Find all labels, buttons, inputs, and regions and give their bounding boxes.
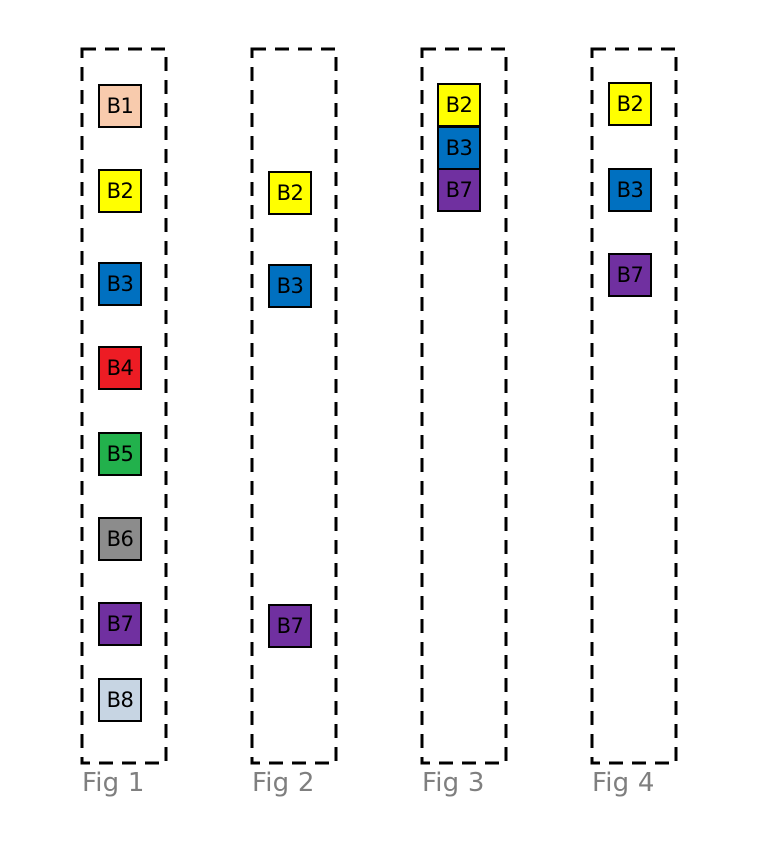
figure-2-caption: Fig 2 bbox=[252, 768, 315, 798]
block-b3: B3 bbox=[268, 264, 312, 308]
block-b7: B7 bbox=[98, 602, 142, 646]
block-b7: B7 bbox=[268, 604, 312, 648]
figure-1-dashed-frame bbox=[80, 47, 168, 765]
figure-1-container: B1 B2 B3 B4 B5 B6 B7 B8 bbox=[80, 47, 168, 765]
figure-4-dashed-frame bbox=[590, 47, 678, 765]
figure-3-dashed-frame bbox=[420, 47, 508, 765]
block-b6: B6 bbox=[98, 517, 142, 561]
figure-2-dashed-frame bbox=[250, 47, 338, 765]
figure-3-caption: Fig 3 bbox=[422, 768, 485, 798]
block-b2: B2 bbox=[437, 83, 481, 127]
block-b7: B7 bbox=[437, 168, 481, 212]
figure-4-caption: Fig 4 bbox=[592, 768, 655, 798]
figure-2-container: B2 B3 B7 bbox=[250, 47, 338, 765]
block-b1: B1 bbox=[98, 84, 142, 128]
block-b5: B5 bbox=[98, 432, 142, 476]
block-b3: B3 bbox=[437, 126, 481, 170]
block-b4: B4 bbox=[98, 346, 142, 390]
block-b2: B2 bbox=[608, 82, 652, 126]
block-b3: B3 bbox=[608, 168, 652, 212]
block-b7: B7 bbox=[608, 253, 652, 297]
figure-1-caption: Fig 1 bbox=[82, 768, 145, 798]
block-b2: B2 bbox=[268, 171, 312, 215]
block-b3: B3 bbox=[98, 262, 142, 306]
block-b8: B8 bbox=[98, 678, 142, 722]
block-b2: B2 bbox=[98, 169, 142, 213]
figure-3-container: B2 B3 B7 bbox=[420, 47, 508, 765]
figure-4-container: B2 B3 B7 bbox=[590, 47, 678, 765]
